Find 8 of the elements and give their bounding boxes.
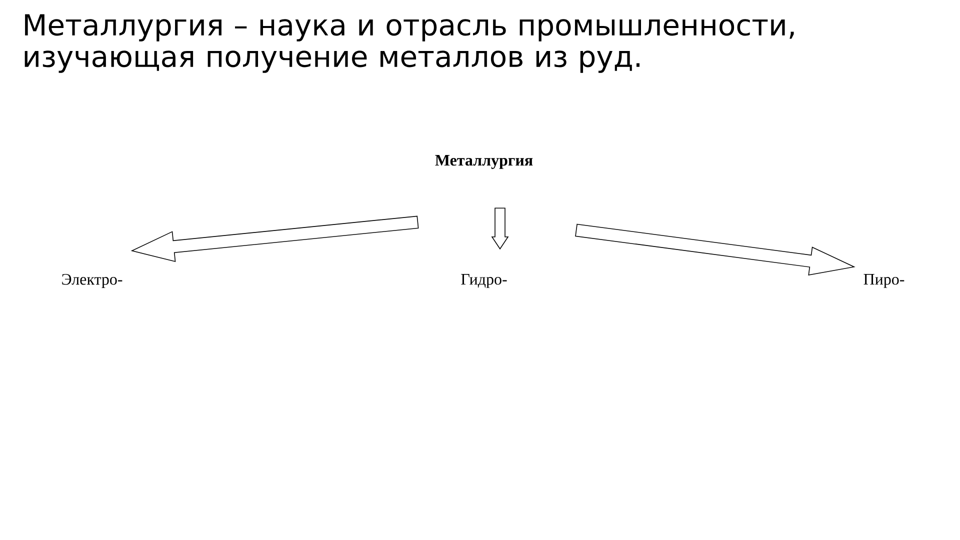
node-label: Пиро-: [864, 274, 904, 288]
block-arrow: [491, 208, 509, 250]
heading: Металлургия – наука и отрасль промышленности, изучающая получение металлов из руд.: [24, 14, 794, 73]
node-label: Гидро-: [461, 274, 507, 288]
node-label: Металлургия: [435, 155, 533, 169]
node-label: Электро-: [62, 274, 122, 288]
block-arrow: [575, 224, 856, 276]
block-arrow: [130, 216, 419, 262]
